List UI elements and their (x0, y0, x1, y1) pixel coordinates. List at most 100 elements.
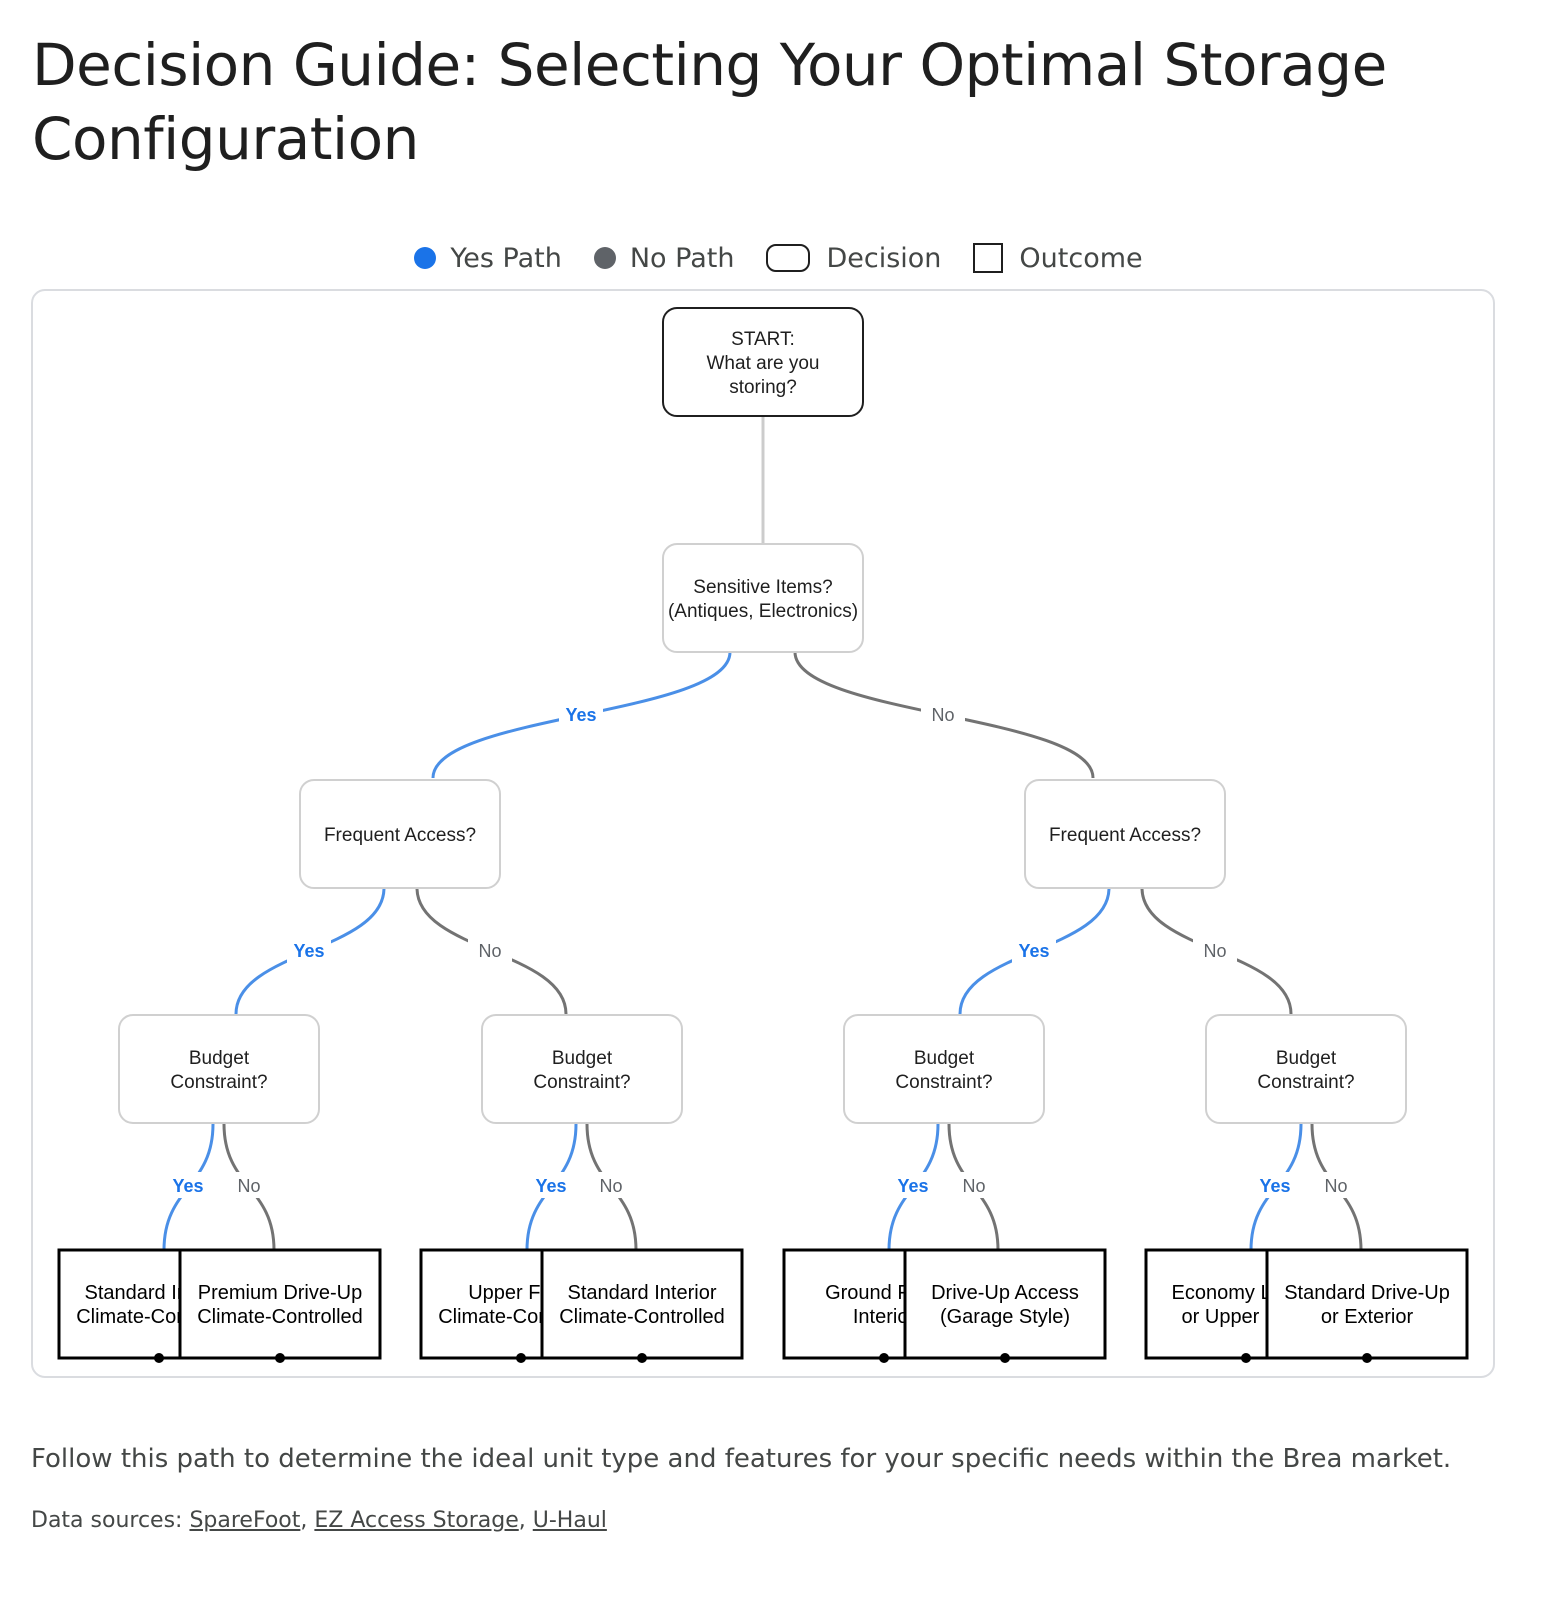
outcome-anchor-dot (637, 1353, 647, 1363)
edge-budget-4-yes-label-bg (1253, 1172, 1297, 1198)
rounded-box-icon (766, 244, 811, 272)
outcome-anchor-dot (516, 1353, 526, 1363)
edge-freq-left-yes-label: Yes (293, 941, 324, 961)
outcome-anchor-dot (879, 1353, 889, 1363)
outcome-text: Climate-Controlled (438, 1306, 604, 1328)
decision-box (662, 307, 864, 417)
outcome-text: Climate-Controlled (76, 1306, 242, 1328)
outcome-text: Premium Drive-Up (198, 1282, 362, 1304)
outcome-anchor-dot (1000, 1353, 1010, 1363)
outcome-text: Climate-Controlled (559, 1306, 725, 1328)
outcome-box (540, 1248, 744, 1360)
legend: Yes Path No Path Decision Outcome (0, 238, 1557, 278)
yes-dot-icon (414, 247, 437, 269)
edge-budget-2-no-label-bg (589, 1172, 633, 1198)
legend-outcome-label: Outcome (1019, 242, 1143, 274)
decision-node-freq-right: Frequent Access? (1024, 779, 1226, 889)
edge-freq-left-no-label-bg (468, 937, 512, 963)
legend-no-label: No Path (629, 242, 735, 274)
outcome-box (178, 1248, 382, 1360)
decision-text: What are you (707, 353, 820, 374)
decision-box (299, 779, 501, 889)
edge-budget-1-no-label: No (237, 1176, 260, 1196)
decision-text: Frequent Access? (324, 825, 476, 846)
outcome-text: Ground Floor (825, 1282, 943, 1304)
edge-sensitive-yes-label-bg (559, 701, 603, 727)
edge-budget-2-yes-label-bg (529, 1172, 573, 1198)
decision-text: Budget (552, 1048, 613, 1069)
decision-text: Constraint? (895, 1072, 992, 1093)
edge-budget-1-no-label-bg (227, 1172, 271, 1198)
edge-budget-2-no-label: No (599, 1176, 622, 1196)
edge-budget-3-no-label-bg (952, 1172, 996, 1198)
outcome-text: Climate-Controlled (197, 1306, 363, 1328)
data-sources: Data sources: SpareFoot, EZ Access Stora… (31, 1508, 607, 1533)
legend-yes: Yes Path (414, 242, 562, 274)
decision-text: START: (731, 329, 795, 350)
decision-node-freq-left: Frequent Access? (299, 779, 501, 889)
outcome-anchor-dot (1362, 1353, 1372, 1363)
outcome-anchor-dot (1241, 1353, 1251, 1363)
edge-sensitive-yes-label: Yes (565, 705, 596, 725)
decision-text: Constraint? (170, 1072, 267, 1093)
edge-freq-left-no-label: No (478, 941, 501, 961)
outcome-text: Interior (853, 1306, 916, 1328)
decision-box (1205, 1014, 1407, 1124)
outcome-anchor-dot (154, 1353, 164, 1363)
decision-text: Budget (1276, 1048, 1337, 1069)
edge-budget-3-yes-label: Yes (897, 1176, 928, 1196)
edge-sensitive-no-label-bg (921, 701, 965, 727)
page-title: Decision Guide: Selecting Your Optimal S… (32, 31, 1387, 173)
decision-text: Constraint? (1257, 1072, 1354, 1093)
outcome-text: Upper Floor (468, 1282, 574, 1304)
source-link-u-haul[interactable]: U-Haul (532, 1508, 607, 1533)
outcome-box (1265, 1248, 1469, 1360)
legend-outcome: Outcome (973, 242, 1143, 274)
outcome-text: Standard Interior (85, 1282, 234, 1304)
diagram-frame (31, 289, 1495, 1378)
decision-text: (Antiques, Electronics) (668, 601, 858, 622)
legend-decision: Decision (766, 243, 941, 274)
decision-box (662, 543, 864, 653)
outcome-text: Standard Drive-Up (1284, 1282, 1450, 1304)
decision-box (1024, 779, 1226, 889)
caption: Follow this path to determine the ideal … (31, 1444, 1452, 1474)
edge-budget-4-yes-label: Yes (1259, 1176, 1290, 1196)
outcome-text: Drive-Up Access (931, 1282, 1079, 1304)
decision-box (118, 1014, 320, 1124)
decision-node-sensitive: Sensitive Items?(Antiques, Electronics) (662, 543, 864, 653)
outcome-text: (Garage Style) (940, 1306, 1070, 1328)
outcome-anchor-dot (275, 1353, 285, 1363)
outcome-box (903, 1248, 1107, 1360)
decision-text: storing? (729, 377, 797, 398)
sources-prefix: Data sources: (31, 1508, 190, 1533)
legend-yes-label: Yes Path (450, 242, 562, 274)
edge-freq-right-no-label: No (1203, 941, 1226, 961)
edge-sensitive-no-label: No (931, 705, 954, 725)
source-link-sparefoot[interactable]: SpareFoot (189, 1508, 301, 1533)
decision-box (481, 1014, 683, 1124)
source-link-ez-access-storage[interactable]: EZ Access Storage (314, 1508, 519, 1533)
outcomes-layer: Standard InteriorClimate-ControlledPremi… (57, 1248, 1469, 1363)
decision-text: Budget (189, 1048, 250, 1069)
edge-budget-1-yes-label: Yes (172, 1176, 203, 1196)
outcome-text: Standard Interior (568, 1282, 717, 1304)
decision-node-start: START: What are you storing? (662, 307, 864, 417)
decision-text: Budget (914, 1048, 975, 1069)
edge-freq-right-no-label-bg (1193, 937, 1237, 963)
square-box-icon (973, 243, 1004, 273)
legend-no: No Path (593, 242, 735, 274)
decisions-layer: START: What are you storing? Sensitive Item… (118, 307, 1407, 1124)
edge-freq-left-yes-label-bg (287, 937, 331, 963)
legend-decision-label: Decision (826, 242, 942, 274)
edge-budget-3-no-label: No (962, 1176, 985, 1196)
edge-budget-4-no-label: No (1324, 1176, 1347, 1196)
no-dot-icon (593, 247, 616, 269)
edge-budget-2-yes-label: Yes (535, 1176, 566, 1196)
